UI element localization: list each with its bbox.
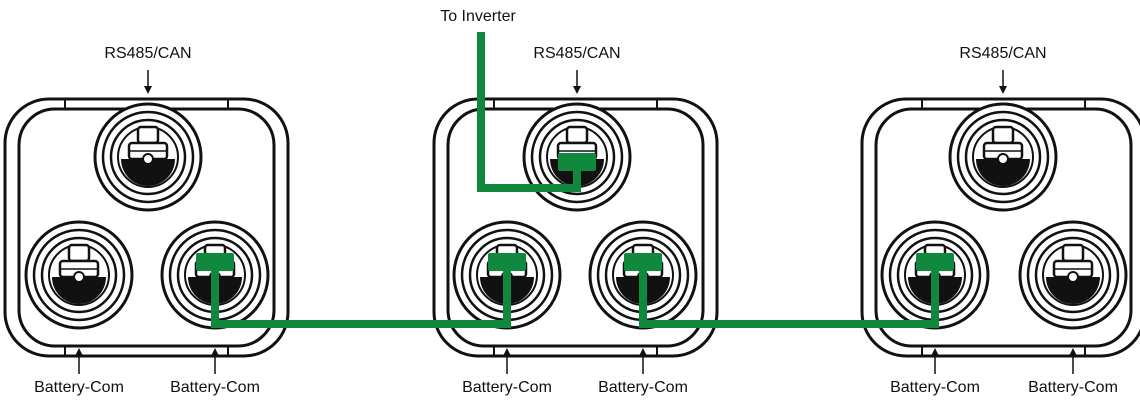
cable-plug-5 xyxy=(916,253,954,271)
battery-com-cable-1-2 xyxy=(211,262,511,328)
rs485-can-port-pack-3 xyxy=(948,102,1058,212)
rs485-can-label-pack-1: RS485/CAN xyxy=(104,45,192,62)
battery-com-label-pack-1-right: Battery-Com xyxy=(170,379,260,396)
inverter-cable xyxy=(477,32,581,192)
cable-plug-2 xyxy=(196,253,234,271)
battery-com-label-pack-3-left: Battery-Com xyxy=(890,379,980,396)
battery-pack-2 xyxy=(432,97,719,358)
to-inverter-label: To Inverter xyxy=(440,8,516,25)
battery-com-port-left-pack-1 xyxy=(24,220,134,330)
rs485-can-label-pack-3: RS485/CAN xyxy=(959,45,1047,62)
battery-com-label-pack-2-left: Battery-Com xyxy=(462,379,552,396)
rs485-can-port-pack-1 xyxy=(93,102,203,212)
battery-com-cable-2-3 xyxy=(639,262,939,328)
battery-com-label-pack-1-left: Battery-Com xyxy=(34,379,124,396)
cable-plug-4 xyxy=(624,253,662,271)
battery-com-label-pack-3-right: Battery-Com xyxy=(1028,379,1118,396)
battery-pack-1 xyxy=(3,97,290,358)
battery-pack-3 xyxy=(860,97,1140,358)
battery-com-port-right-pack-3 xyxy=(1018,220,1128,330)
rs485-can-label-pack-2: RS485/CAN xyxy=(533,45,621,62)
battery-com-label-pack-2-right: Battery-Com xyxy=(598,379,688,396)
cable-plug-3 xyxy=(488,253,526,271)
cable-plug-1 xyxy=(558,153,596,171)
